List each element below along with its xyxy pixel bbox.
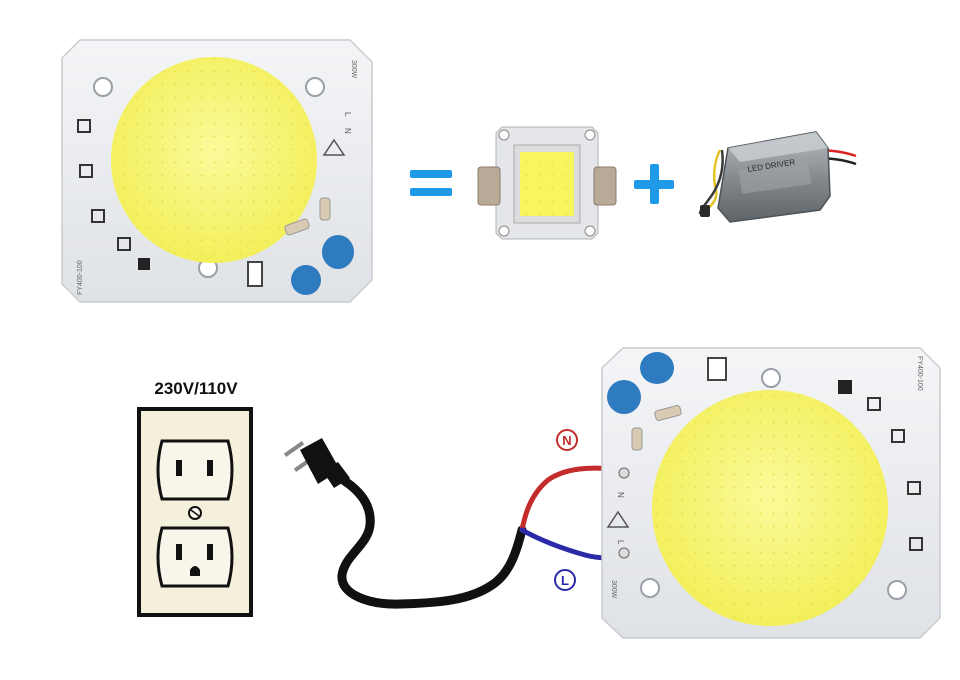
board-l-mark: L [616,540,625,545]
capacitor [640,352,674,384]
live-label: L [561,573,569,588]
neutral-label-badge: N [556,429,578,451]
board-side-mark: 300W [350,60,357,79]
neutral-label: N [562,433,571,448]
mount-hole [93,77,113,97]
mount-hole [887,580,907,600]
capacitor [322,235,354,269]
board-n-mark: N [343,128,352,134]
terminal-l [618,547,630,559]
plus-icon [634,164,674,204]
mount-hole [305,77,325,97]
mount-hole [640,578,660,598]
led-driver: LED DRIVER [698,131,857,223]
cob-board-bottom: N L 300W FY400-100 [601,347,941,639]
board-l-mark: L [343,112,352,117]
board-side-mark: 300W [610,580,617,599]
voltage-label: 230V/110V [154,379,238,398]
power-cable [335,473,527,609]
neutral-wire [519,465,621,533]
led-chip [477,126,617,240]
equals-icon [410,170,452,196]
wall-outlet-icon [137,407,253,617]
terminal-n [618,467,630,479]
board-n-mark: N [616,492,625,498]
cob-board-top: N L 300W FY400-100 [61,39,373,303]
mount-hole [761,368,781,388]
board-pcb-mark: FY400-100 [916,356,923,391]
live-label-badge: L [554,569,576,591]
capacitor [607,380,641,414]
board-pcb-mark: FY400-100 [77,260,84,295]
capacitor [291,265,321,295]
